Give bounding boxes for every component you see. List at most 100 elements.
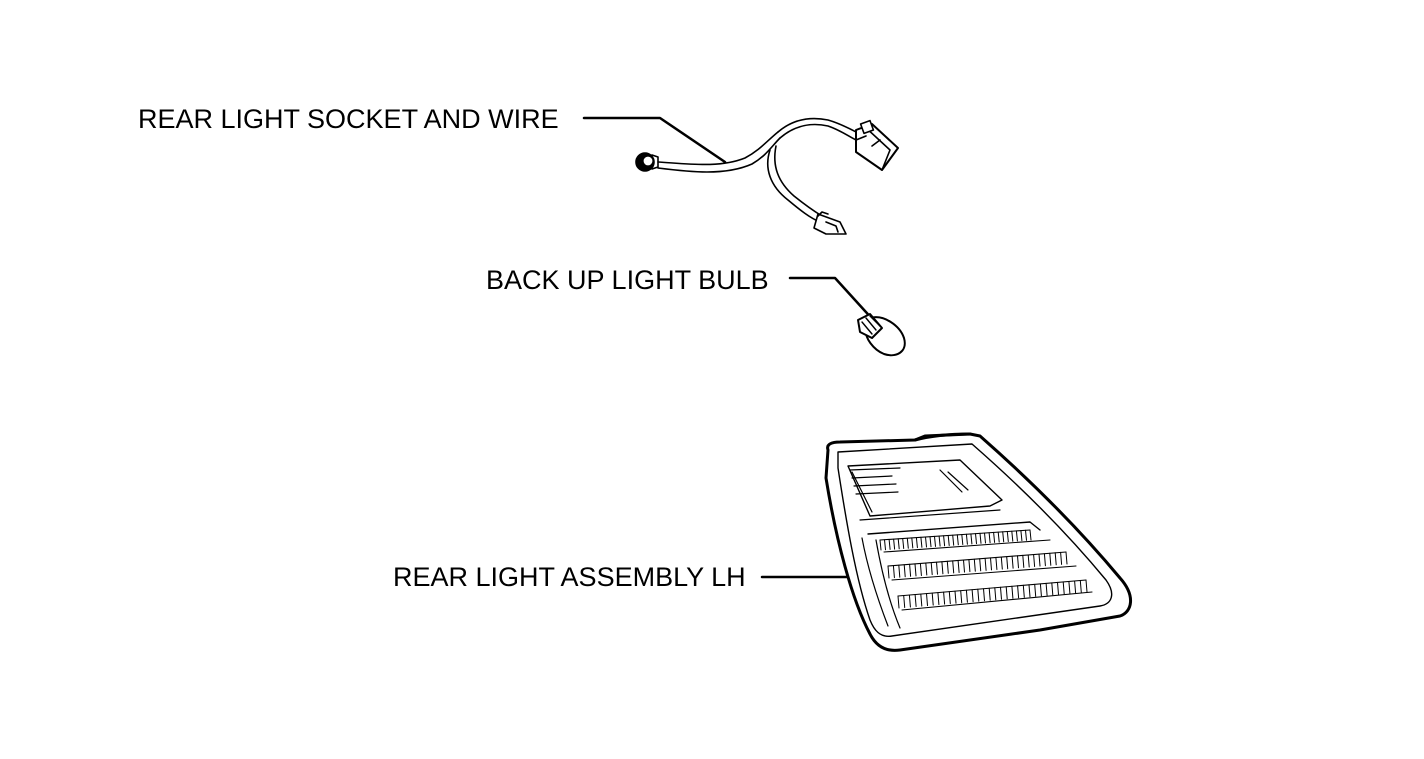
reflector-slat [908,594,911,608]
reflector-slat [1000,556,1003,570]
reflector-slat [957,560,960,573]
reflector-slat [943,591,946,605]
rear-light-assembly-drawing [824,432,1132,652]
leader-line-socket-and-wire [582,116,727,164]
reflector-slat [1011,585,1014,599]
reflector-slat [971,589,974,603]
reflector-slat [1011,530,1014,542]
reflector-slat [984,557,987,571]
reflector-slat [994,587,997,601]
reflector-slat [968,559,971,573]
reflector-slat [1005,586,1008,600]
reflector-slat [887,565,890,579]
reflector-slat [897,595,900,609]
reflector-slat [1022,554,1025,568]
reflector-slat [1039,583,1042,597]
reflector-slat [1017,585,1020,599]
reflector-slat [979,558,982,572]
reflector-slat [975,533,977,545]
reflector-slat [983,588,985,602]
reflector-slat [931,592,934,606]
reflector-slat [938,535,941,547]
reflector-slat [929,536,932,548]
reflector-slat [1062,581,1065,595]
reflector-slat [1060,551,1063,565]
reflector-slat [984,532,986,544]
reflector-slat [954,590,957,604]
reflector-slat [1051,582,1054,596]
reflector-slat [973,558,976,572]
reflector-slat [1038,553,1041,567]
reflector-slat [1022,584,1025,598]
reflector-slat [970,533,973,545]
reflector-slat [925,562,928,576]
reflector-slat [997,531,1000,543]
reflector-slat [930,562,933,576]
reflector-slat [979,532,982,544]
reflector-slat [1017,555,1019,569]
reflector-slat [941,561,944,575]
reflector-slat [920,536,923,548]
reflector-slat [1027,554,1030,568]
reflector-slat [988,587,991,601]
reflector-slat [956,534,959,546]
reflector-slat [1011,555,1014,569]
reflector-slat [963,559,965,573]
reflector-slat [937,592,940,606]
reflector-slat [892,565,895,579]
reflector-slat [919,563,922,576]
reflector-slat [1065,551,1068,565]
reflector-slat [977,588,980,602]
reflector-slat [1002,531,1005,543]
label-rear-light-assembly-lh: REAR LIGHT ASSEMBLY LH [393,562,746,592]
reflector-slat [1028,584,1031,598]
reflector-slat [1045,582,1048,596]
reflector-slat [906,537,909,549]
reflector-slat [879,539,882,551]
reflector-slat [1043,553,1046,567]
socket-and-wire-drawing [635,117,899,235]
reflector-slat [1068,581,1071,594]
reflector-slat [1020,530,1023,542]
reflector-slat [920,593,923,607]
label-back-up-light-bulb: BACK UP LIGHT BULB [486,265,769,295]
reflector-slat [915,537,918,549]
leader-line-back-up-bulb [788,276,877,324]
reflector-slat [1015,530,1018,542]
reflector-slat [914,594,917,607]
reflector-slat [943,535,946,547]
reflector-slat [902,538,905,549]
reflector-slat [952,560,955,574]
reflector-slat [1000,586,1002,600]
reflector-slat [961,534,964,545]
reflector-slat [888,538,891,550]
reflector-slat [898,564,901,578]
reflector-slat [1006,531,1009,542]
back-up-bulb-drawing [857,313,906,357]
reflector-slat [1085,579,1088,593]
reflector-slat [926,593,928,607]
reflector-slat [965,533,968,545]
reflector-slat [1025,529,1027,541]
reflector-slat [1034,583,1037,597]
reflector-slat [1006,556,1009,570]
reflector-slat [909,563,912,577]
reflector-slat [903,595,906,608]
label-rear-light-socket-and-wire: REAR LIGHT SOCKET AND WIRE [138,104,559,134]
reflector-slat [947,535,950,546]
reflector-slat [995,557,998,570]
reflector-slat [884,539,886,551]
reflector-slat [990,557,992,571]
reflector-slat [993,531,996,543]
reflector-slat [965,589,968,603]
reflector-slat [1057,581,1059,595]
reflector-slat [1054,552,1057,566]
reflector-slat [893,538,896,550]
reflector-slat [934,535,936,547]
reflector-slat [1049,552,1052,566]
reflector-slat [1074,580,1077,594]
reflector-slat [988,532,991,544]
reflector-slat [925,536,927,548]
reflector-slat [946,560,949,574]
